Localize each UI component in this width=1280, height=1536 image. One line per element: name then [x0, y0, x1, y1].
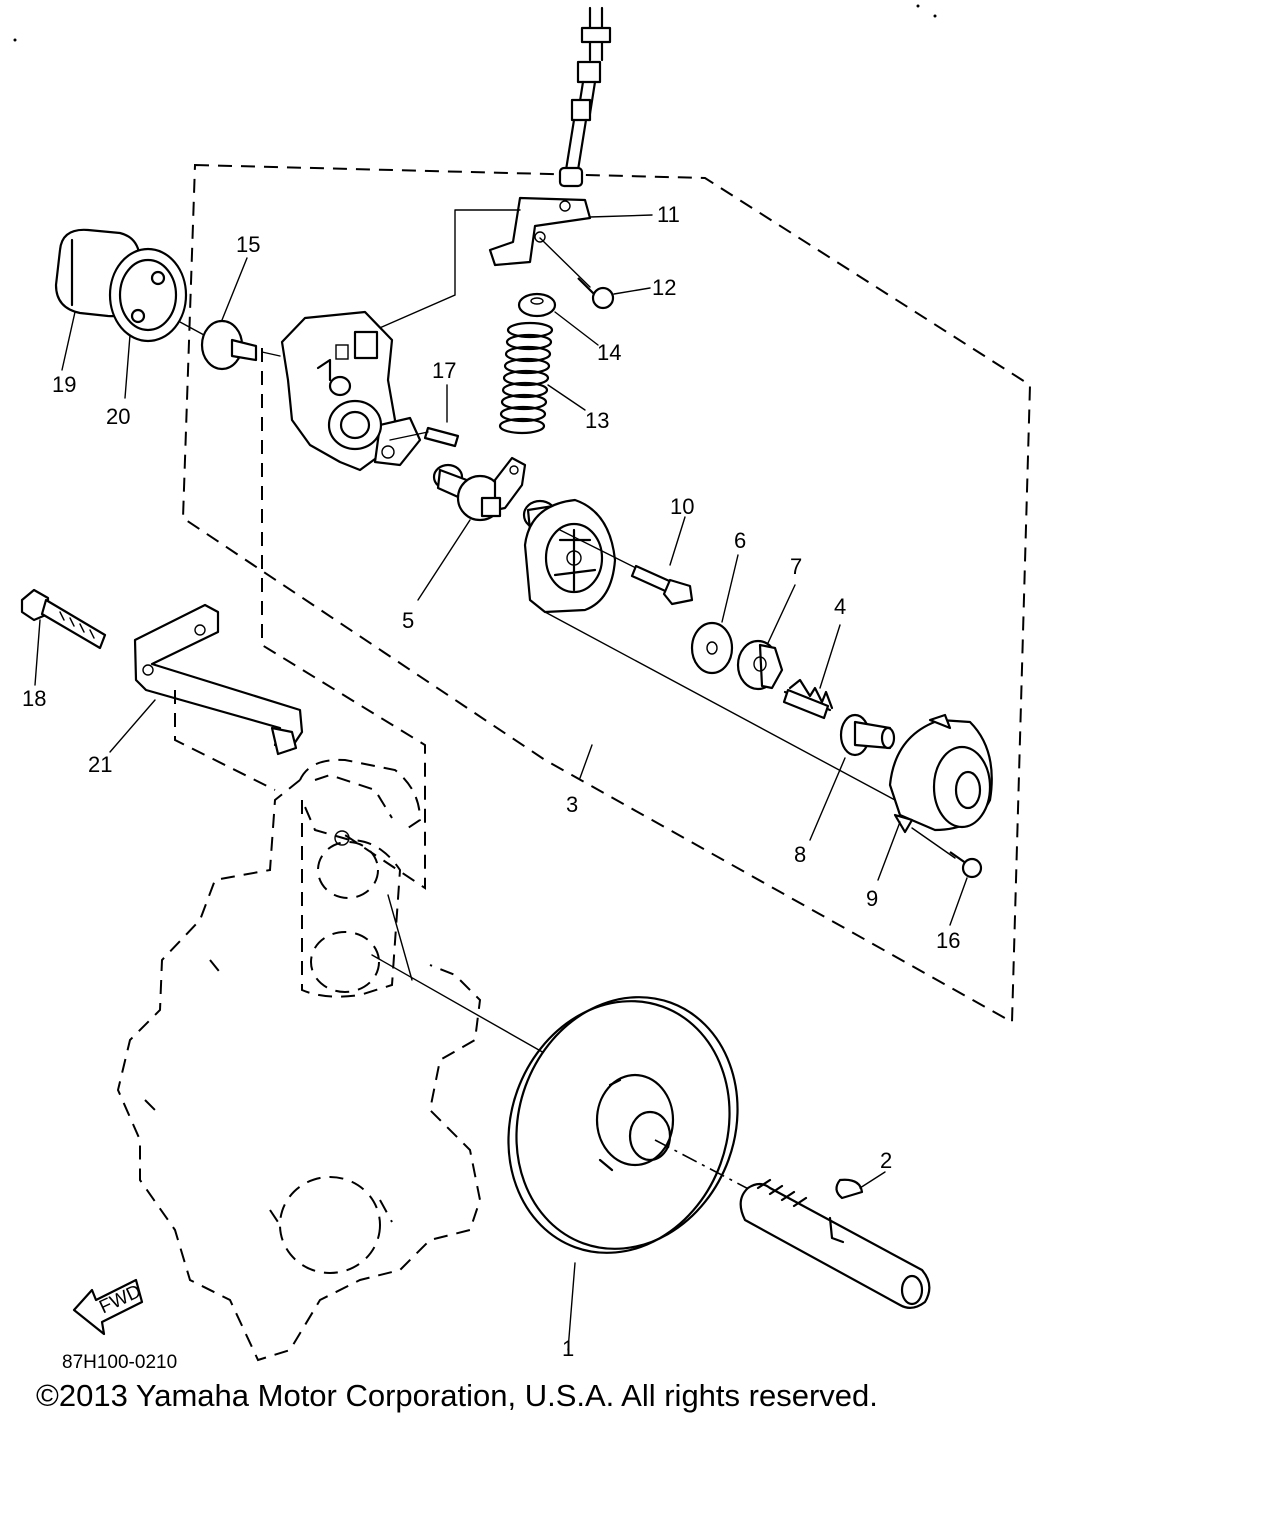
- coil-spring: [498, 321, 554, 435]
- callout-20: 20: [106, 404, 130, 429]
- callout-7: 7: [790, 554, 802, 579]
- bushing: [839, 713, 896, 757]
- spring-retainer: [517, 292, 557, 318]
- callout-18: 18: [22, 686, 46, 711]
- fwd-arrow-icon: FWD: [72, 1278, 144, 1336]
- throttle-cable: [558, 6, 612, 188]
- callout-16: 16: [936, 928, 960, 953]
- diagram-code: 87H100-0210: [62, 1352, 177, 1373]
- small-screw: [911, 827, 983, 879]
- callout-21: 21: [88, 752, 112, 777]
- governor-cover: [522, 498, 617, 614]
- callout-11: 11: [657, 202, 680, 227]
- callout-8: 8: [794, 842, 806, 867]
- assembly-3-outline: [181, 163, 1032, 1024]
- callout-12: 12: [652, 275, 676, 300]
- woodruff-key: [835, 1178, 864, 1200]
- end-cover: [888, 713, 993, 834]
- callout-4: 4: [834, 594, 846, 619]
- callout-19: 19: [52, 372, 76, 397]
- shaft-plate: [200, 319, 258, 371]
- governor-shaft: [432, 456, 527, 522]
- callout-9: 9: [866, 886, 878, 911]
- callout-17: 17: [432, 358, 456, 383]
- cam-plate: [736, 639, 784, 691]
- drive-sheave: [507, 996, 739, 1254]
- callout-10: 10: [670, 494, 694, 519]
- callout-14: 14: [597, 340, 621, 365]
- crankshaft: [739, 1178, 931, 1309]
- copyright-notice: ©2013 Yamaha Motor Corporation, U.S.A. A…: [36, 1378, 878, 1413]
- dowel-pin: [389, 426, 460, 448]
- callout-15: 15: [236, 232, 260, 257]
- bolt: [559, 529, 694, 606]
- mounting-bracket: [133, 603, 304, 756]
- cap-parts: [54, 228, 188, 343]
- small-spring: [782, 678, 834, 720]
- screw: [539, 237, 615, 310]
- callout-5: 5: [402, 608, 414, 633]
- callout-6: 6: [734, 528, 746, 553]
- engine-crankcase: [116, 758, 482, 1362]
- callout-2: 2: [880, 1148, 892, 1173]
- governor-housing: [280, 310, 422, 472]
- flange-bolt: [20, 588, 107, 650]
- callout-1: 1: [562, 1336, 574, 1361]
- washer: [690, 621, 734, 675]
- callout-3: 3: [566, 792, 578, 817]
- callout-13: 13: [585, 408, 609, 433]
- lever-bracket: [488, 196, 592, 267]
